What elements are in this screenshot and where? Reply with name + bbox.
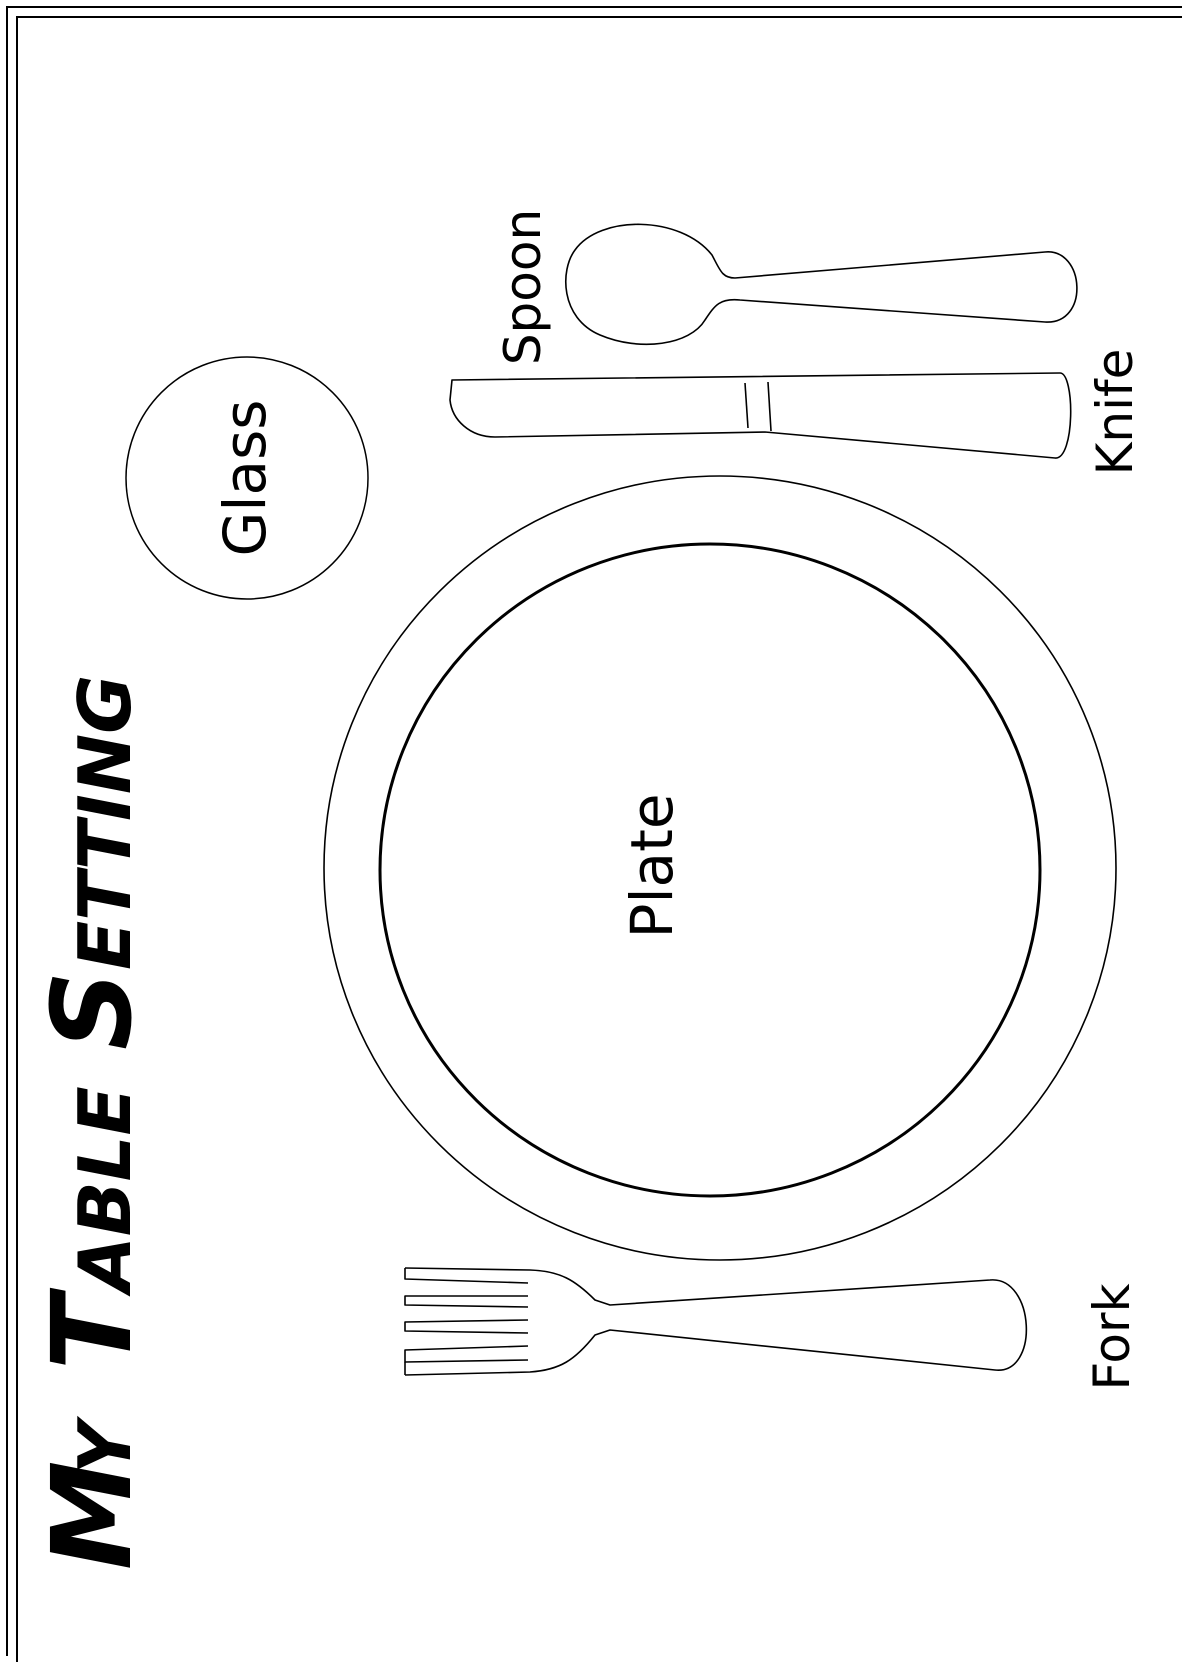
title-small-y: Y: [63, 1415, 147, 1474]
fork-drawing: [404, 1267, 1028, 1376]
fork-label: Fork: [1083, 1283, 1141, 1391]
glass-label: Glass: [211, 399, 279, 557]
title-big-t: T: [28, 1287, 156, 1370]
plate-rim-outer: [323, 475, 1117, 1261]
title-small-etting: ETTING: [63, 675, 147, 970]
plate-label: Plate: [618, 793, 686, 939]
inner-border: [16, 16, 1182, 1662]
knife-drawing: [449, 372, 1072, 459]
title-big-m: M: [28, 1461, 156, 1570]
title-big-s: S: [28, 971, 156, 1050]
plate-rim-inner: [378, 542, 1042, 1198]
spoon-label: Spoon: [494, 208, 552, 366]
title-small-able: ABLE: [63, 1086, 147, 1297]
outer-border: [6, 6, 1182, 1656]
worksheet-title: M Y T ABLE S ETTING: [28, 675, 156, 1570]
knife-label: Knife: [1086, 348, 1144, 476]
spoon-drawing: [564, 223, 1078, 346]
glass-outline: [125, 356, 369, 600]
